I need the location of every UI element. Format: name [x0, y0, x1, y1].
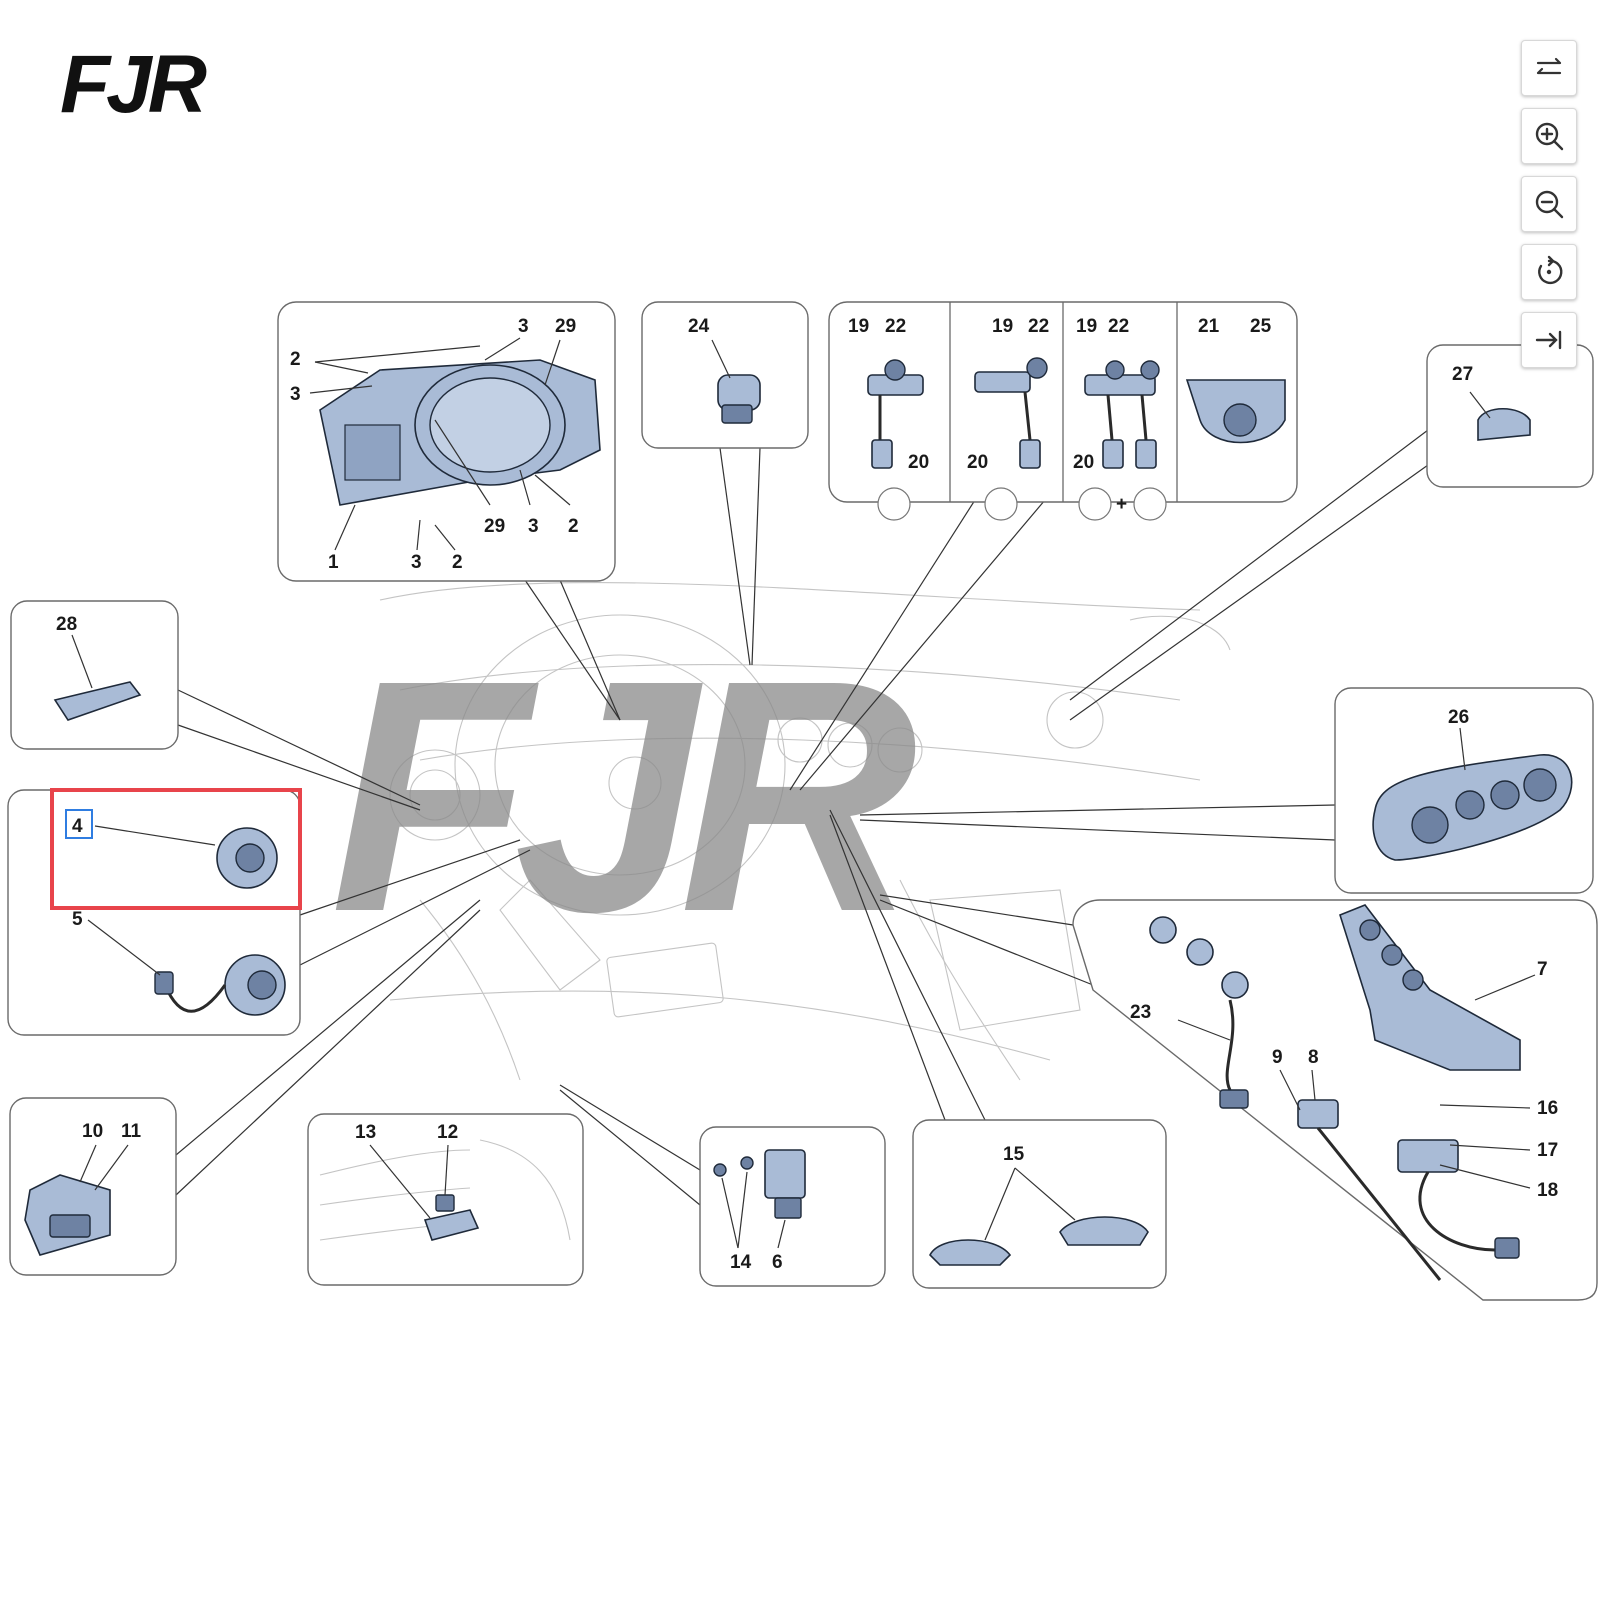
- part-label: 22: [885, 316, 906, 337]
- part-label: 25: [1250, 316, 1272, 337]
- part-label: 19: [1076, 316, 1097, 337]
- part-label: 29: [484, 516, 505, 537]
- highlight-box: [50, 788, 302, 910]
- part-label: 15: [1003, 1144, 1025, 1165]
- part-label: 17: [1537, 1140, 1558, 1161]
- collapse-panel-icon: [1535, 330, 1562, 350]
- part-label: 6: [772, 1252, 783, 1273]
- part-label: 10: [82, 1121, 103, 1142]
- part-label: 1: [328, 552, 339, 573]
- callout-part-12-13: 13 12: [307, 1113, 584, 1286]
- part-label: +: [1116, 494, 1127, 515]
- zoom-in-button[interactable]: [1521, 108, 1577, 164]
- callout-instrument-cluster: 3 29 2 3 29 3 2 1 3 2: [277, 301, 616, 582]
- part-label: 19: [992, 316, 1013, 337]
- rotate-icon: [1538, 255, 1563, 285]
- callout-part-15: 15: [912, 1119, 1167, 1289]
- part-label: 21: [1198, 316, 1220, 337]
- part-label: 27: [1452, 364, 1473, 385]
- part-label: 20: [967, 452, 988, 473]
- part-label: 13: [355, 1122, 376, 1143]
- highlighted-part-label: 4: [72, 816, 83, 837]
- part-label: 18: [1537, 1180, 1558, 1201]
- part-label: 3: [411, 552, 422, 573]
- brand-logo: FJR: [60, 39, 211, 130]
- part-label: 2: [290, 349, 301, 370]
- part-label: 26: [1448, 707, 1469, 728]
- part-label: 29: [555, 316, 576, 337]
- highlight-number-frame: [65, 809, 93, 839]
- callout-part-26: 26: [1334, 687, 1594, 894]
- part-label: 11: [121, 1121, 142, 1142]
- part-label: 22: [1028, 316, 1049, 337]
- part-label: 2: [452, 552, 463, 573]
- swap-button[interactable]: [1521, 40, 1577, 96]
- callout-center-console: 23 7 9 8 16 17 18: [1072, 899, 1598, 1301]
- part-label: 22: [1108, 316, 1129, 337]
- part-label: 24: [688, 316, 710, 337]
- part-label: 12: [437, 1122, 458, 1143]
- part-label: 3: [518, 316, 529, 337]
- collapse-panel-button[interactable]: [1521, 312, 1577, 368]
- part-label: 20: [908, 452, 929, 473]
- part-label: 5: [72, 909, 83, 930]
- part-label: 2: [568, 516, 579, 537]
- callout-part-14-6: 14 6: [699, 1126, 886, 1287]
- zoom-out-icon: [1535, 190, 1564, 219]
- callout-part-4-5: 4 5: [7, 788, 302, 1036]
- part-label: 7: [1537, 959, 1548, 980]
- part-label: 16: [1537, 1098, 1558, 1119]
- zoom-out-button[interactable]: [1521, 176, 1577, 232]
- watermark-text: FJR: [330, 611, 916, 980]
- part-label: 8: [1308, 1047, 1319, 1068]
- callout-part-24: 24: [641, 301, 809, 449]
- part-label: 9: [1272, 1047, 1283, 1068]
- callout-part-28: 28: [10, 600, 179, 750]
- part-label: 3: [528, 516, 539, 537]
- part-label: 14: [730, 1252, 752, 1273]
- zoom-in-icon: [1535, 122, 1564, 151]
- callout-steering-switches: 19 22 20 19 22 20 19 22 20 21 25 +: [828, 301, 1298, 521]
- brand-logo-text: FJR: [60, 39, 207, 130]
- leader-lines: [175, 429, 1429, 1206]
- part-label: 20: [1073, 452, 1094, 473]
- swap-icon: [1536, 57, 1562, 75]
- part-label: 3: [290, 384, 301, 405]
- part-label: 28: [56, 614, 77, 635]
- dashboard-background-sketch: [379, 582, 1231, 1081]
- viewer-toolbar: [1521, 40, 1577, 380]
- part-label: 23: [1130, 1002, 1151, 1023]
- callout-part-10-11: 10 11: [9, 1097, 177, 1276]
- rotate-button[interactable]: [1521, 244, 1577, 300]
- part-label: 19: [848, 316, 869, 337]
- callout-part-27: 27: [1426, 344, 1594, 488]
